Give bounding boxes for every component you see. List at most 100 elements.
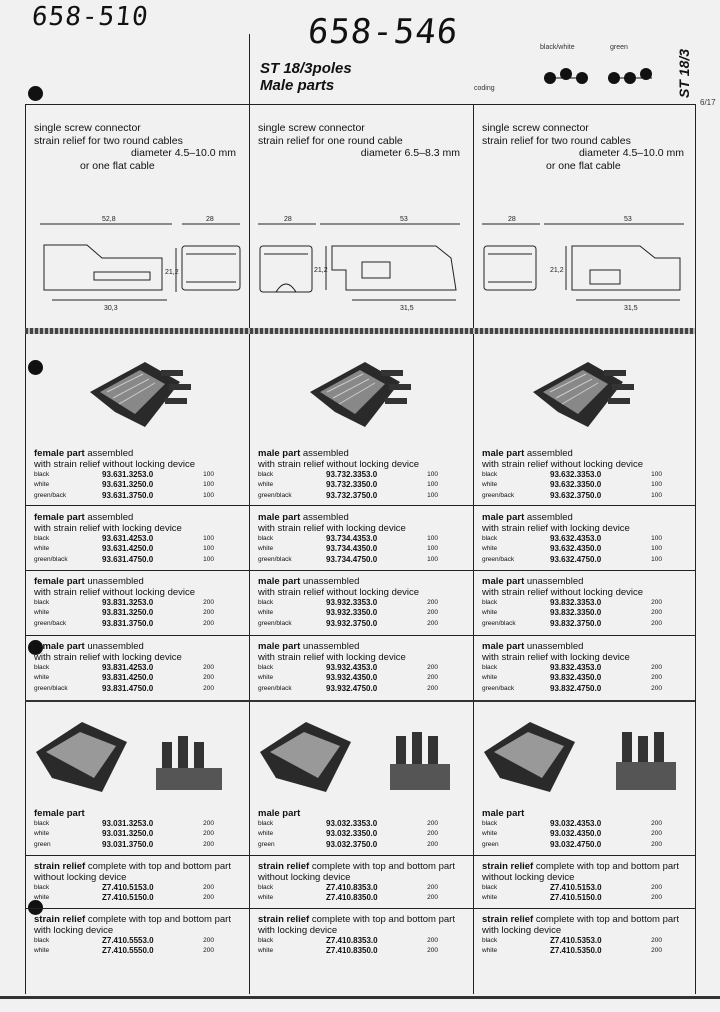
row-color: white bbox=[34, 894, 50, 902]
order-section: strain relief complete with top and bott… bbox=[34, 914, 256, 957]
row-color: green bbox=[34, 840, 51, 848]
row-order-number: Z7.410.5153.0 bbox=[550, 883, 602, 892]
row-order-number: 93.631.3253.0 bbox=[102, 470, 154, 479]
row-pack-qty: 200 bbox=[427, 599, 438, 606]
row-order-number: Z7.410.8350.0 bbox=[326, 893, 378, 903]
row-pack-qty: 200 bbox=[203, 619, 214, 627]
title-line-1: ST 18/3poles bbox=[260, 60, 352, 77]
section-subtitle: without locking device bbox=[482, 872, 575, 883]
row-pack-qty: 200 bbox=[651, 937, 662, 944]
row-order-number: 93.632.3750.0 bbox=[550, 490, 602, 500]
column-3-unassembled-photo bbox=[484, 722, 676, 792]
row-color: black bbox=[482, 820, 498, 827]
section-subtitle: with strain relief with locking device bbox=[34, 652, 182, 663]
row-color: black bbox=[482, 471, 498, 478]
row-order-number: 93.831.4250.0 bbox=[102, 673, 154, 683]
row-pack-qty: 200 bbox=[203, 840, 214, 848]
section-title: male part unassembled bbox=[482, 576, 584, 587]
section-title: female part bbox=[34, 808, 85, 819]
row-pack-qty: 200 bbox=[427, 840, 438, 848]
row-color: white bbox=[258, 894, 274, 902]
row-color: black bbox=[258, 937, 274, 944]
row-pack-qty: 200 bbox=[427, 894, 438, 902]
side-tab: ST 18/3 bbox=[676, 48, 692, 98]
row-order-number: 93.832.4353.0 bbox=[550, 663, 602, 672]
column-1-dimension-drawing: 52,8 28 21,2 30,3 bbox=[40, 216, 241, 312]
coding-label: coding bbox=[474, 85, 495, 92]
row-color: black bbox=[482, 937, 498, 944]
section-title: strain relief complete with top and bott… bbox=[258, 914, 455, 925]
row-pack-qty: 100 bbox=[651, 535, 662, 542]
order-section: strain relief complete with top and bott… bbox=[34, 861, 256, 904]
page-number: 6/17 bbox=[700, 98, 716, 107]
row-order-number: 93.832.3750.0 bbox=[550, 618, 602, 628]
row-pack-qty: 200 bbox=[651, 830, 662, 838]
dim-width-2: 28 bbox=[206, 216, 214, 223]
row-order-number: Z7.410.8353.0 bbox=[326, 883, 378, 892]
row-pack-qty: 200 bbox=[651, 599, 662, 606]
order-section: strain relief complete with top and bott… bbox=[482, 914, 704, 957]
page-title: ST 18/3poles Male parts bbox=[260, 60, 352, 94]
section-title: strain relief complete with top and bott… bbox=[482, 914, 679, 925]
row-order-number: Z7.410.8353.0 bbox=[326, 936, 378, 945]
column-1-female-assembled-photo bbox=[90, 362, 191, 427]
row-pack-qty: 100 bbox=[651, 491, 662, 499]
row-pack-qty: 100 bbox=[427, 545, 438, 553]
row-order-number: 93.632.4750.0 bbox=[550, 554, 602, 564]
section-subtitle: with strain relief without locking devic… bbox=[34, 587, 196, 598]
row-pack-qty: 100 bbox=[651, 471, 662, 478]
row-pack-qty: 100 bbox=[203, 491, 214, 499]
row-order-number: 93.032.4750.0 bbox=[550, 839, 602, 849]
row-pack-qty: 200 bbox=[427, 820, 438, 827]
section-title: male part unassembled bbox=[258, 576, 360, 587]
row-order-number: 93.031.3253.0 bbox=[102, 819, 154, 828]
row-order-number: 93.832.3353.0 bbox=[550, 598, 602, 607]
column-3-male-assembled-photo bbox=[533, 362, 634, 427]
dim-width-1: 52,8 bbox=[102, 216, 116, 223]
svg-text:31,5: 31,5 bbox=[624, 305, 638, 312]
row-color: black bbox=[258, 884, 274, 891]
row-order-number: 93.932.3750.0 bbox=[326, 618, 378, 628]
row-color: white bbox=[482, 481, 498, 489]
row-order-number: 93.932.3350.0 bbox=[326, 608, 378, 618]
row-pack-qty: 200 bbox=[203, 830, 214, 838]
row-color: black bbox=[34, 884, 50, 891]
row-order-number: 93.831.3750.0 bbox=[102, 618, 154, 628]
section-subtitle: with strain relief with locking device bbox=[34, 523, 182, 534]
row-order-number: 93.032.4350.0 bbox=[550, 829, 602, 839]
row-color: black bbox=[482, 884, 498, 891]
row-pack-qty: 200 bbox=[651, 884, 662, 891]
row-pack-qty: 200 bbox=[427, 884, 438, 891]
title-line-2: Male parts bbox=[260, 77, 335, 94]
row-order-number: 93.732.3350.0 bbox=[326, 480, 378, 490]
section-title: male part bbox=[482, 808, 525, 819]
row-order-number: 93.631.3250.0 bbox=[102, 480, 154, 490]
section-subtitle: with strain relief with locking device bbox=[258, 523, 406, 534]
dim-height: 21,2 bbox=[165, 269, 179, 276]
row-color: white bbox=[482, 609, 498, 617]
column-1-description: single screw connector strain relief for… bbox=[34, 122, 236, 172]
row-order-number: 93.734.4350.0 bbox=[326, 544, 378, 554]
